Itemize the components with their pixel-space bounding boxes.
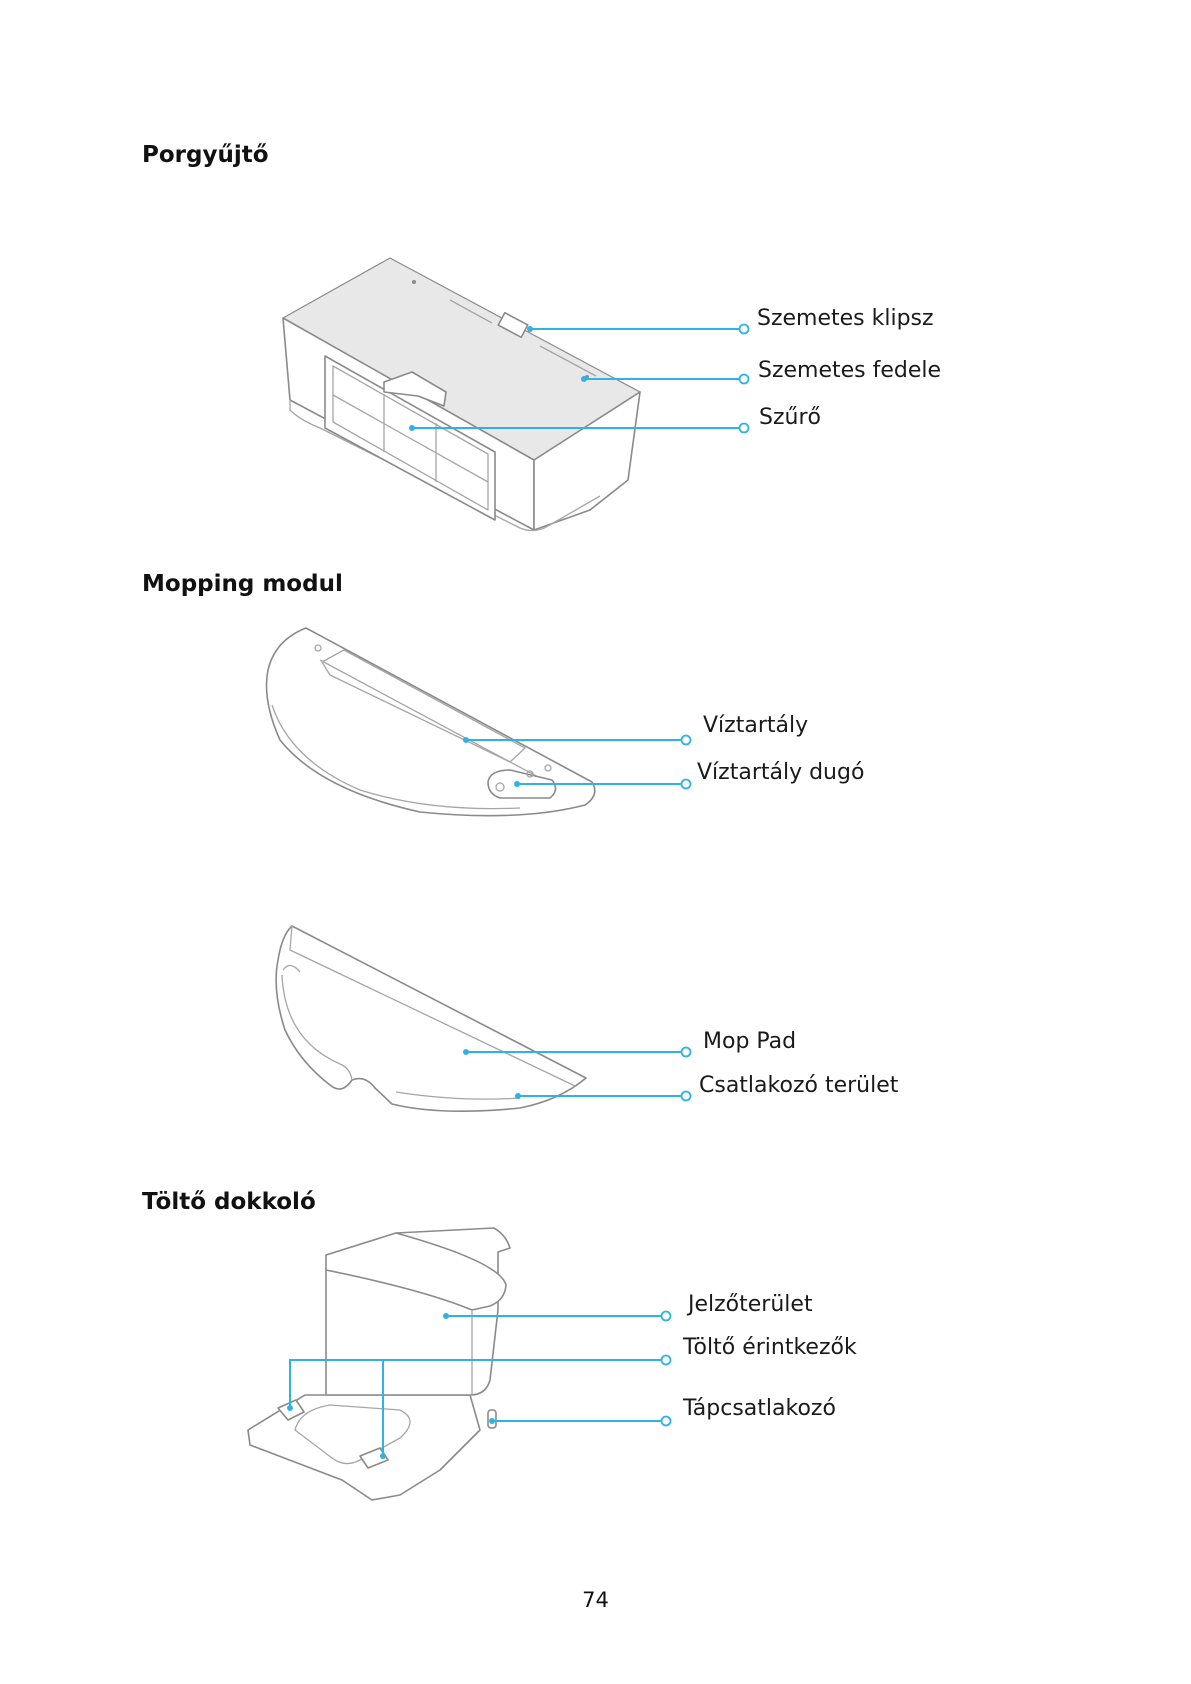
mop-pad-illustration [276,926,586,1111]
water-tank-illustration [267,628,595,816]
label-signal-area: Jelzőterület [688,1292,813,1317]
label-mop-pad: Mop Pad [703,1029,796,1054]
label-water-tank-plug: Víztartály dugó [697,760,864,785]
label-bin-clip: Szemetes klipsz [757,306,934,331]
page-number: 74 [0,1588,1191,1612]
label-connection-area: Csatlakozó terület [699,1073,898,1098]
label-bin-cover: Szemetes fedele [758,358,941,383]
label-water-tank: Víztartály [703,713,808,738]
label-power-socket: Tápcsatlakozó [683,1396,836,1421]
label-charging-contacts: Töltő érintkezők [683,1335,857,1360]
charging-dock-illustration [248,1228,510,1500]
label-filter: Szűrő [759,405,821,430]
mop-pad-body [276,926,586,1111]
dustbin-illustration [283,258,640,531]
